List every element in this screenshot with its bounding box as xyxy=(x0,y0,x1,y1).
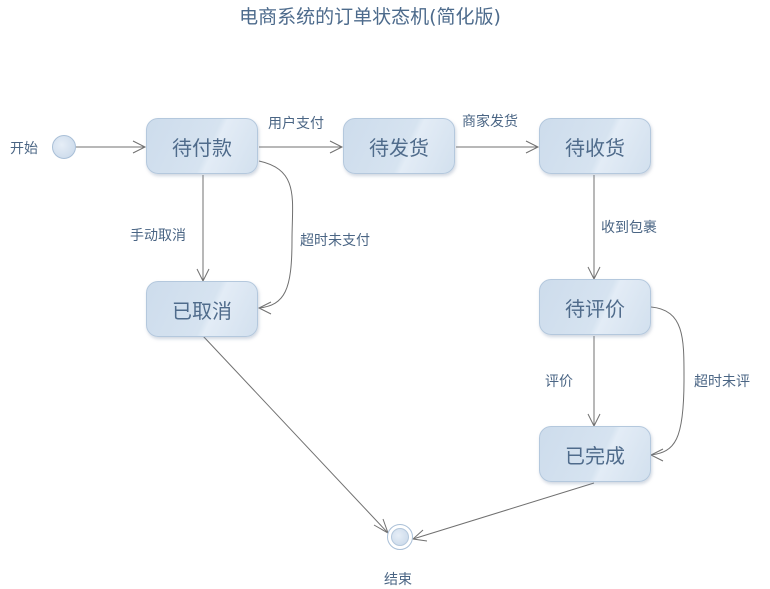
transition-label-review-timeout: 超时未评 xyxy=(694,374,750,390)
arrowhead xyxy=(649,448,664,462)
state-pending-shipment[interactable]: 待发货 xyxy=(343,118,455,174)
edge-payment-timeout xyxy=(258,160,294,309)
end-label: 结束 xyxy=(384,572,412,588)
edge-completed-to-end xyxy=(412,482,595,540)
arrowhead xyxy=(329,140,344,154)
state-pending-review[interactable]: 待评价 xyxy=(539,279,651,335)
arrowhead xyxy=(525,140,540,154)
arrowhead xyxy=(132,140,147,154)
transition-label-user-pay: 用户支付 xyxy=(268,116,324,132)
transition-label-package-received: 收到包裹 xyxy=(601,220,657,236)
edge-cancelled-to-end xyxy=(202,335,389,534)
transition-label-manual-cancel: 手动取消 xyxy=(130,228,186,244)
transition-label-payment-timeout: 超时未支付 xyxy=(300,233,370,249)
transition-label-merchant-ship: 商家发货 xyxy=(462,114,518,130)
end-node-inner xyxy=(391,528,409,546)
edge-review-timeout xyxy=(650,306,685,456)
state-pending-payment[interactable]: 待付款 xyxy=(146,118,258,174)
state-completed[interactable]: 已完成 xyxy=(539,426,651,482)
start-label: 开始 xyxy=(10,141,38,157)
arrowhead xyxy=(257,301,272,315)
state-pending-receipt[interactable]: 待收货 xyxy=(539,118,651,174)
transition-label-review: 评价 xyxy=(545,374,573,390)
end-node[interactable] xyxy=(387,524,413,550)
state-cancelled[interactable]: 已取消 xyxy=(146,281,258,337)
arrowhead xyxy=(411,529,428,542)
start-node[interactable] xyxy=(52,135,76,159)
diagram-title: 电商系统的订单状态机(简化版) xyxy=(239,6,501,28)
